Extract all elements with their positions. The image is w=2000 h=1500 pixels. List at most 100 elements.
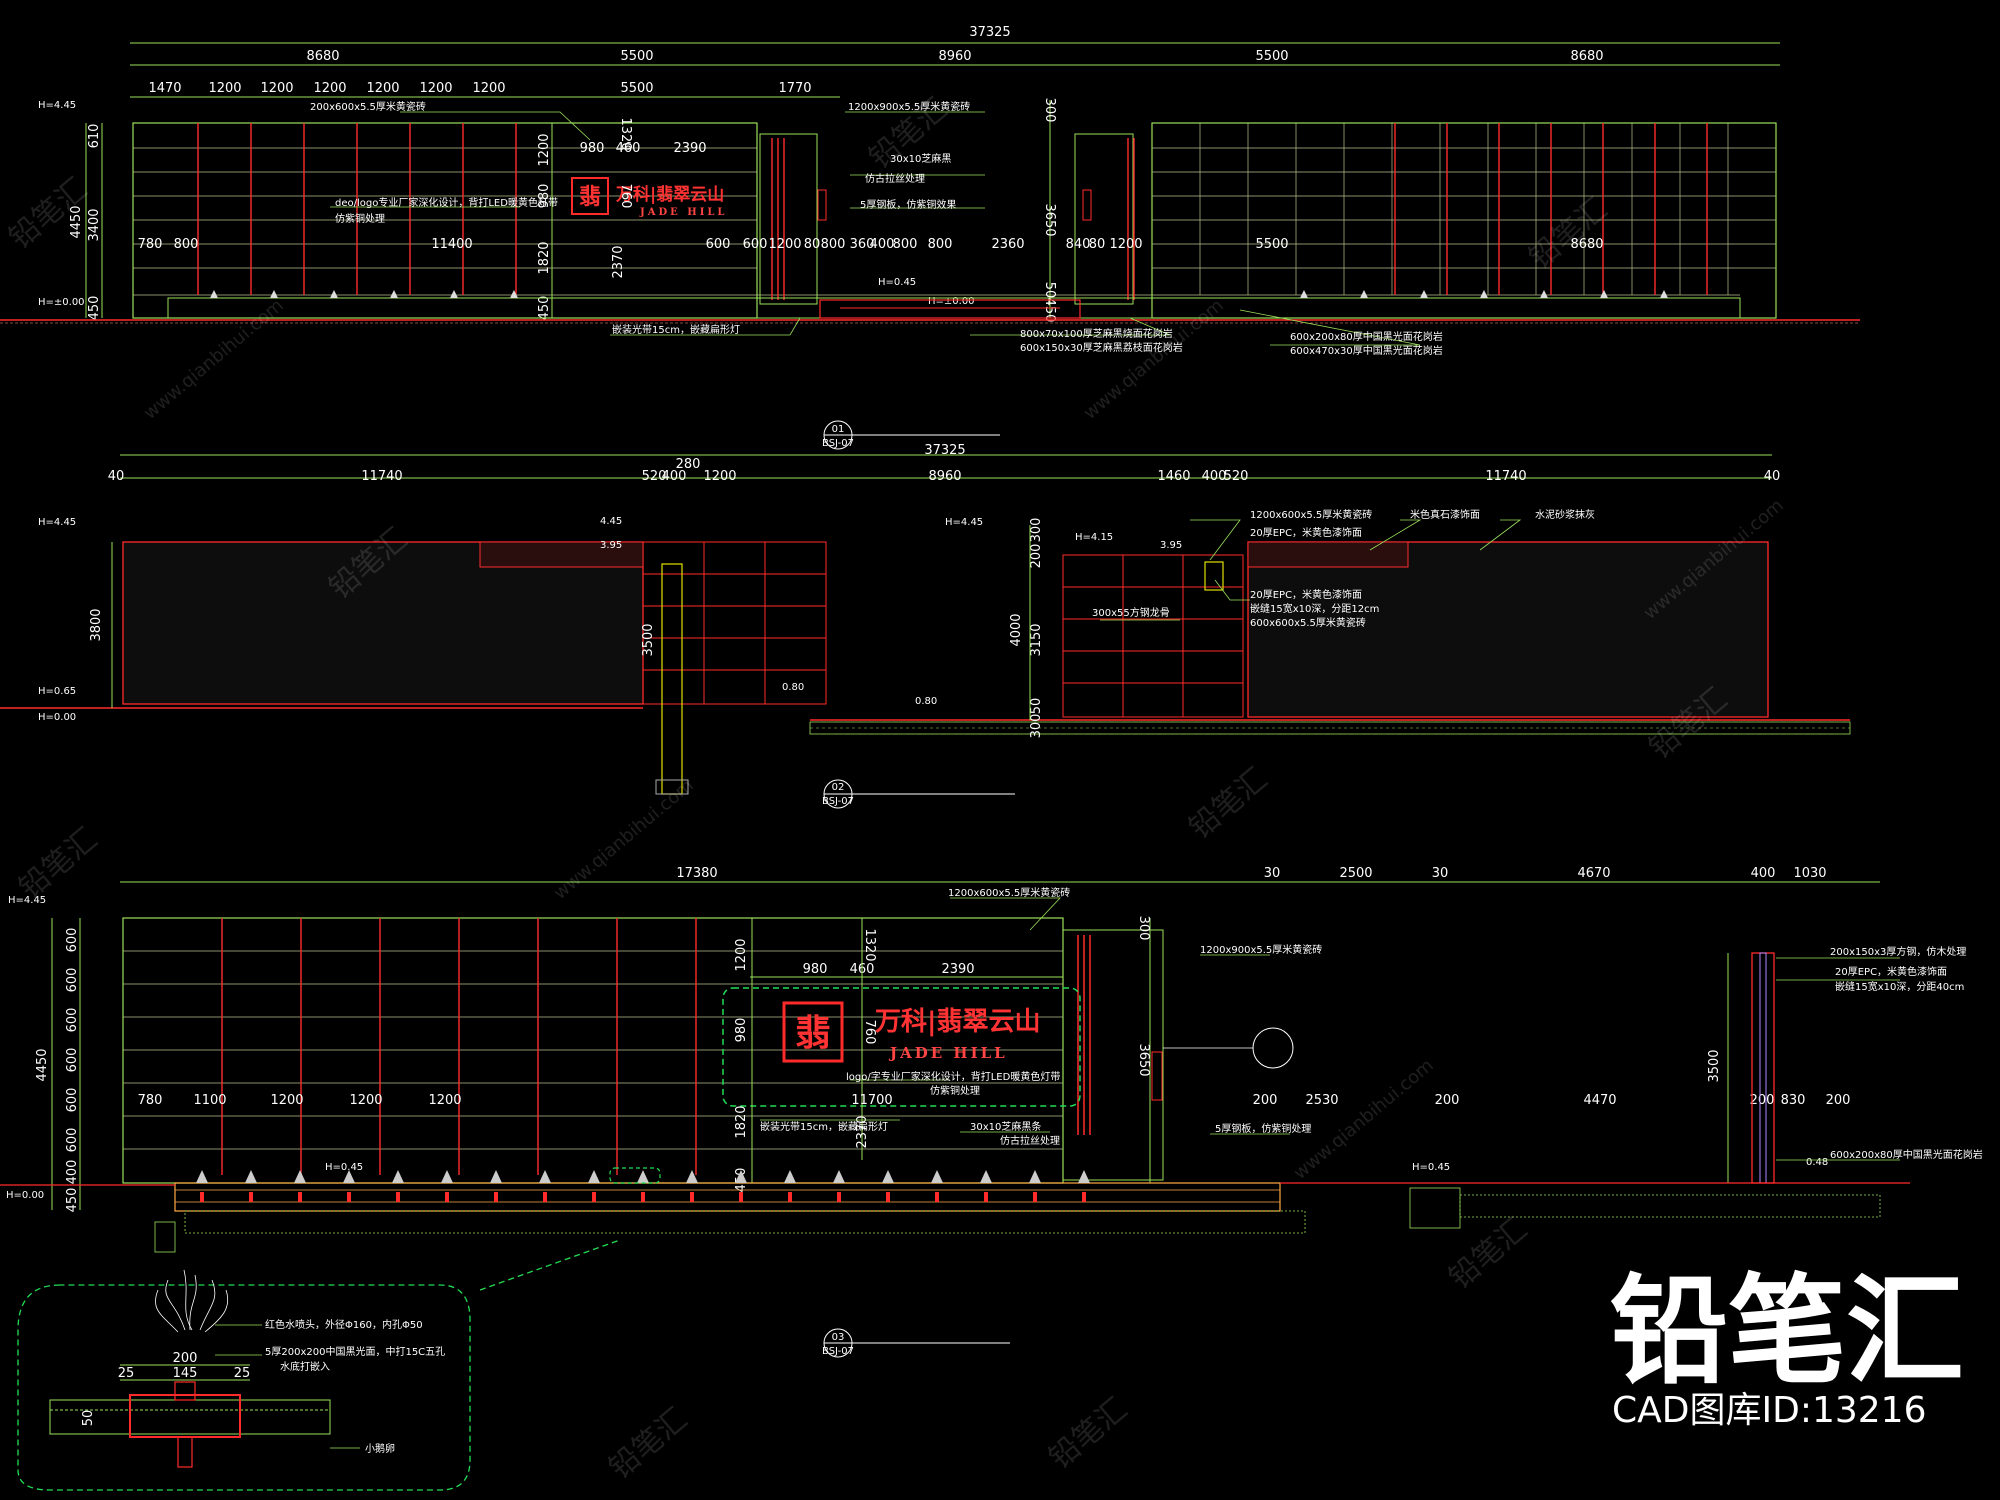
annotation: 1200x900x5.5厚米黄瓷砖 [848,100,970,113]
dim-vert: 760 [862,1020,877,1045]
logo-icon-small: 翡 [579,185,601,210]
annotation: deo/logo专业厂家深化设计，背打LED暖黄色灯带 [335,196,558,209]
dim-lower: 80 [804,237,821,252]
annotation: 300x55方钢龙骨 [1092,606,1170,619]
level-mark: H=0.45 [325,1162,363,1173]
dim-detail: 280 [676,457,701,472]
dim-vert: 3650 [1136,1043,1151,1076]
dim-vert: 3500 [641,623,656,656]
annotation: 米色真石漆饰面 [1410,508,1480,521]
dim-vert: 1320 [862,928,877,961]
dim-overall: 37325 [969,25,1010,40]
dim-seg: 2500 [1339,866,1372,881]
dim-vert: 980 [537,184,552,209]
annotation: 红色水喷头，外径Φ160，内孔Φ50 [265,1318,423,1331]
dim-lower: 780 [138,237,163,252]
annotation: 600x600x5.5厚米黄瓷砖 [1250,616,1366,629]
dim-seg: 1030 [1793,866,1826,881]
dim-detail: 1470 [148,81,181,96]
dim-vert: 600 [65,1128,80,1153]
dim-lower: 1200 [428,1093,461,1108]
dim-vert: 300 [1042,98,1057,123]
annotation: 水泥砂浆抹灰 [1535,508,1595,521]
dim-lower: 1200 [349,1093,382,1108]
annotation: 仿古拉丝处理 [865,172,925,185]
watermark-title: 铅笔汇 [1610,1262,1964,1400]
dim-detail: 1200 [208,81,241,96]
dim-vert: 400 [65,1160,80,1185]
level-mark: H=0.00 [38,712,76,723]
section-tag-number: 02 [832,782,845,793]
stucco-wall-right [1247,541,1769,718]
dim-lower: 400 [870,237,895,252]
dim-logo: 980 [803,962,828,977]
dim-logo: 460 [616,141,641,156]
dim-vert: 600 [65,1088,80,1113]
coping-right [1247,541,1409,568]
annotation: 1200x600x5.5厚米黄瓷砖 [948,886,1070,899]
dim-logo: 2390 [673,141,706,156]
dim-vert: 50 [1042,282,1057,299]
annotation: logo/字专业厂家深化设计，背打LED暖黄色灯带 [846,1070,1060,1083]
annotation: 仿紫铜处理 [335,212,385,225]
dim-vert: 600 [65,928,80,953]
dim-vert: 980 [734,1018,749,1043]
dim-lower: 1200 [270,1093,303,1108]
annotation: 20厚EPC，米黄色漆饰面 [1250,526,1362,539]
level-mark: H=0.45 [1412,1162,1450,1173]
level-mark: H=4.45 [8,895,46,906]
dim-lower: 2530 [1305,1093,1338,1108]
dim-vert: 450 [87,296,102,321]
level-mark: 0.80 [782,682,804,693]
annotation: 600x200x80厚中国黑光面花岗岩 [1290,330,1443,343]
dim-detail: 1200 [313,81,346,96]
watermark-id: CAD图库ID:13216 [1612,1390,1926,1431]
dim-vert: 600 [65,968,80,993]
dim-vert: 3150 [1029,623,1044,656]
dim-seg: 40 [1764,469,1781,484]
dim-vert: 300 [1029,714,1044,739]
water-feature-pool [174,1182,1281,1212]
level-mark: H=±0.00 [928,296,975,307]
level-mark: H=±0.00 [38,297,85,308]
water-spray [155,1269,229,1333]
dim-seg: 400 [1751,866,1776,881]
dim-lower: 8680 [1570,237,1603,252]
coping-left [479,541,644,568]
section-tag-number: 01 [832,424,845,435]
annotation: 200x600x5.5厚米黄瓷砖 [310,100,426,113]
annotation: 600x470x30厚中国黑光面花岗岩 [1290,344,1443,357]
annotation: 1200x600x5.5厚米黄瓷砖 [1250,508,1372,521]
dim-seg: 520 [642,469,667,484]
supply-pipe [177,1436,193,1468]
dim-vert: 600 [65,1048,80,1073]
entry-steps [819,299,1081,319]
stucco-wall-left [122,541,644,705]
dim-vert: 50 [1029,698,1044,715]
annotation: 200x150x3厚方钢，仿木处理 [1830,945,1966,958]
dim-lower: 600 [743,237,768,252]
annotation: 30x10芝麻黑条 [970,1120,1041,1133]
dim-seg: 5500 [1255,49,1288,64]
dim-vert: 4000 [1009,613,1024,646]
dim-lower: 200 [1750,1093,1775,1108]
tile-grid [133,147,1740,296]
dim-seg: 4670 [1577,866,1610,881]
dim-seg: 8960 [938,49,971,64]
logo-panel-outline [722,987,1081,1107]
level-mark: H=4.45 [38,100,76,111]
dim-detail: 5500 [620,81,653,96]
dim-detail: 1770 [778,81,811,96]
dim-lower: 800 [174,237,199,252]
logo-icon: 翡 [795,1013,831,1054]
foundation-layer [184,1210,1306,1234]
dim-detail: 25 [118,1366,135,1381]
dim-lower: 11700 [851,1093,892,1108]
level-mark: 0.48 [1806,1157,1828,1168]
elevation-02: 37325 280 40 11740 520 400 1200 8960 146… [0,443,1851,809]
annotation: 600x150x30厚芝麻黑荔枝面花岗岩 [1020,341,1183,354]
level-mark: 0.80 [915,696,937,707]
dim-vert: 1820 [734,1105,749,1138]
